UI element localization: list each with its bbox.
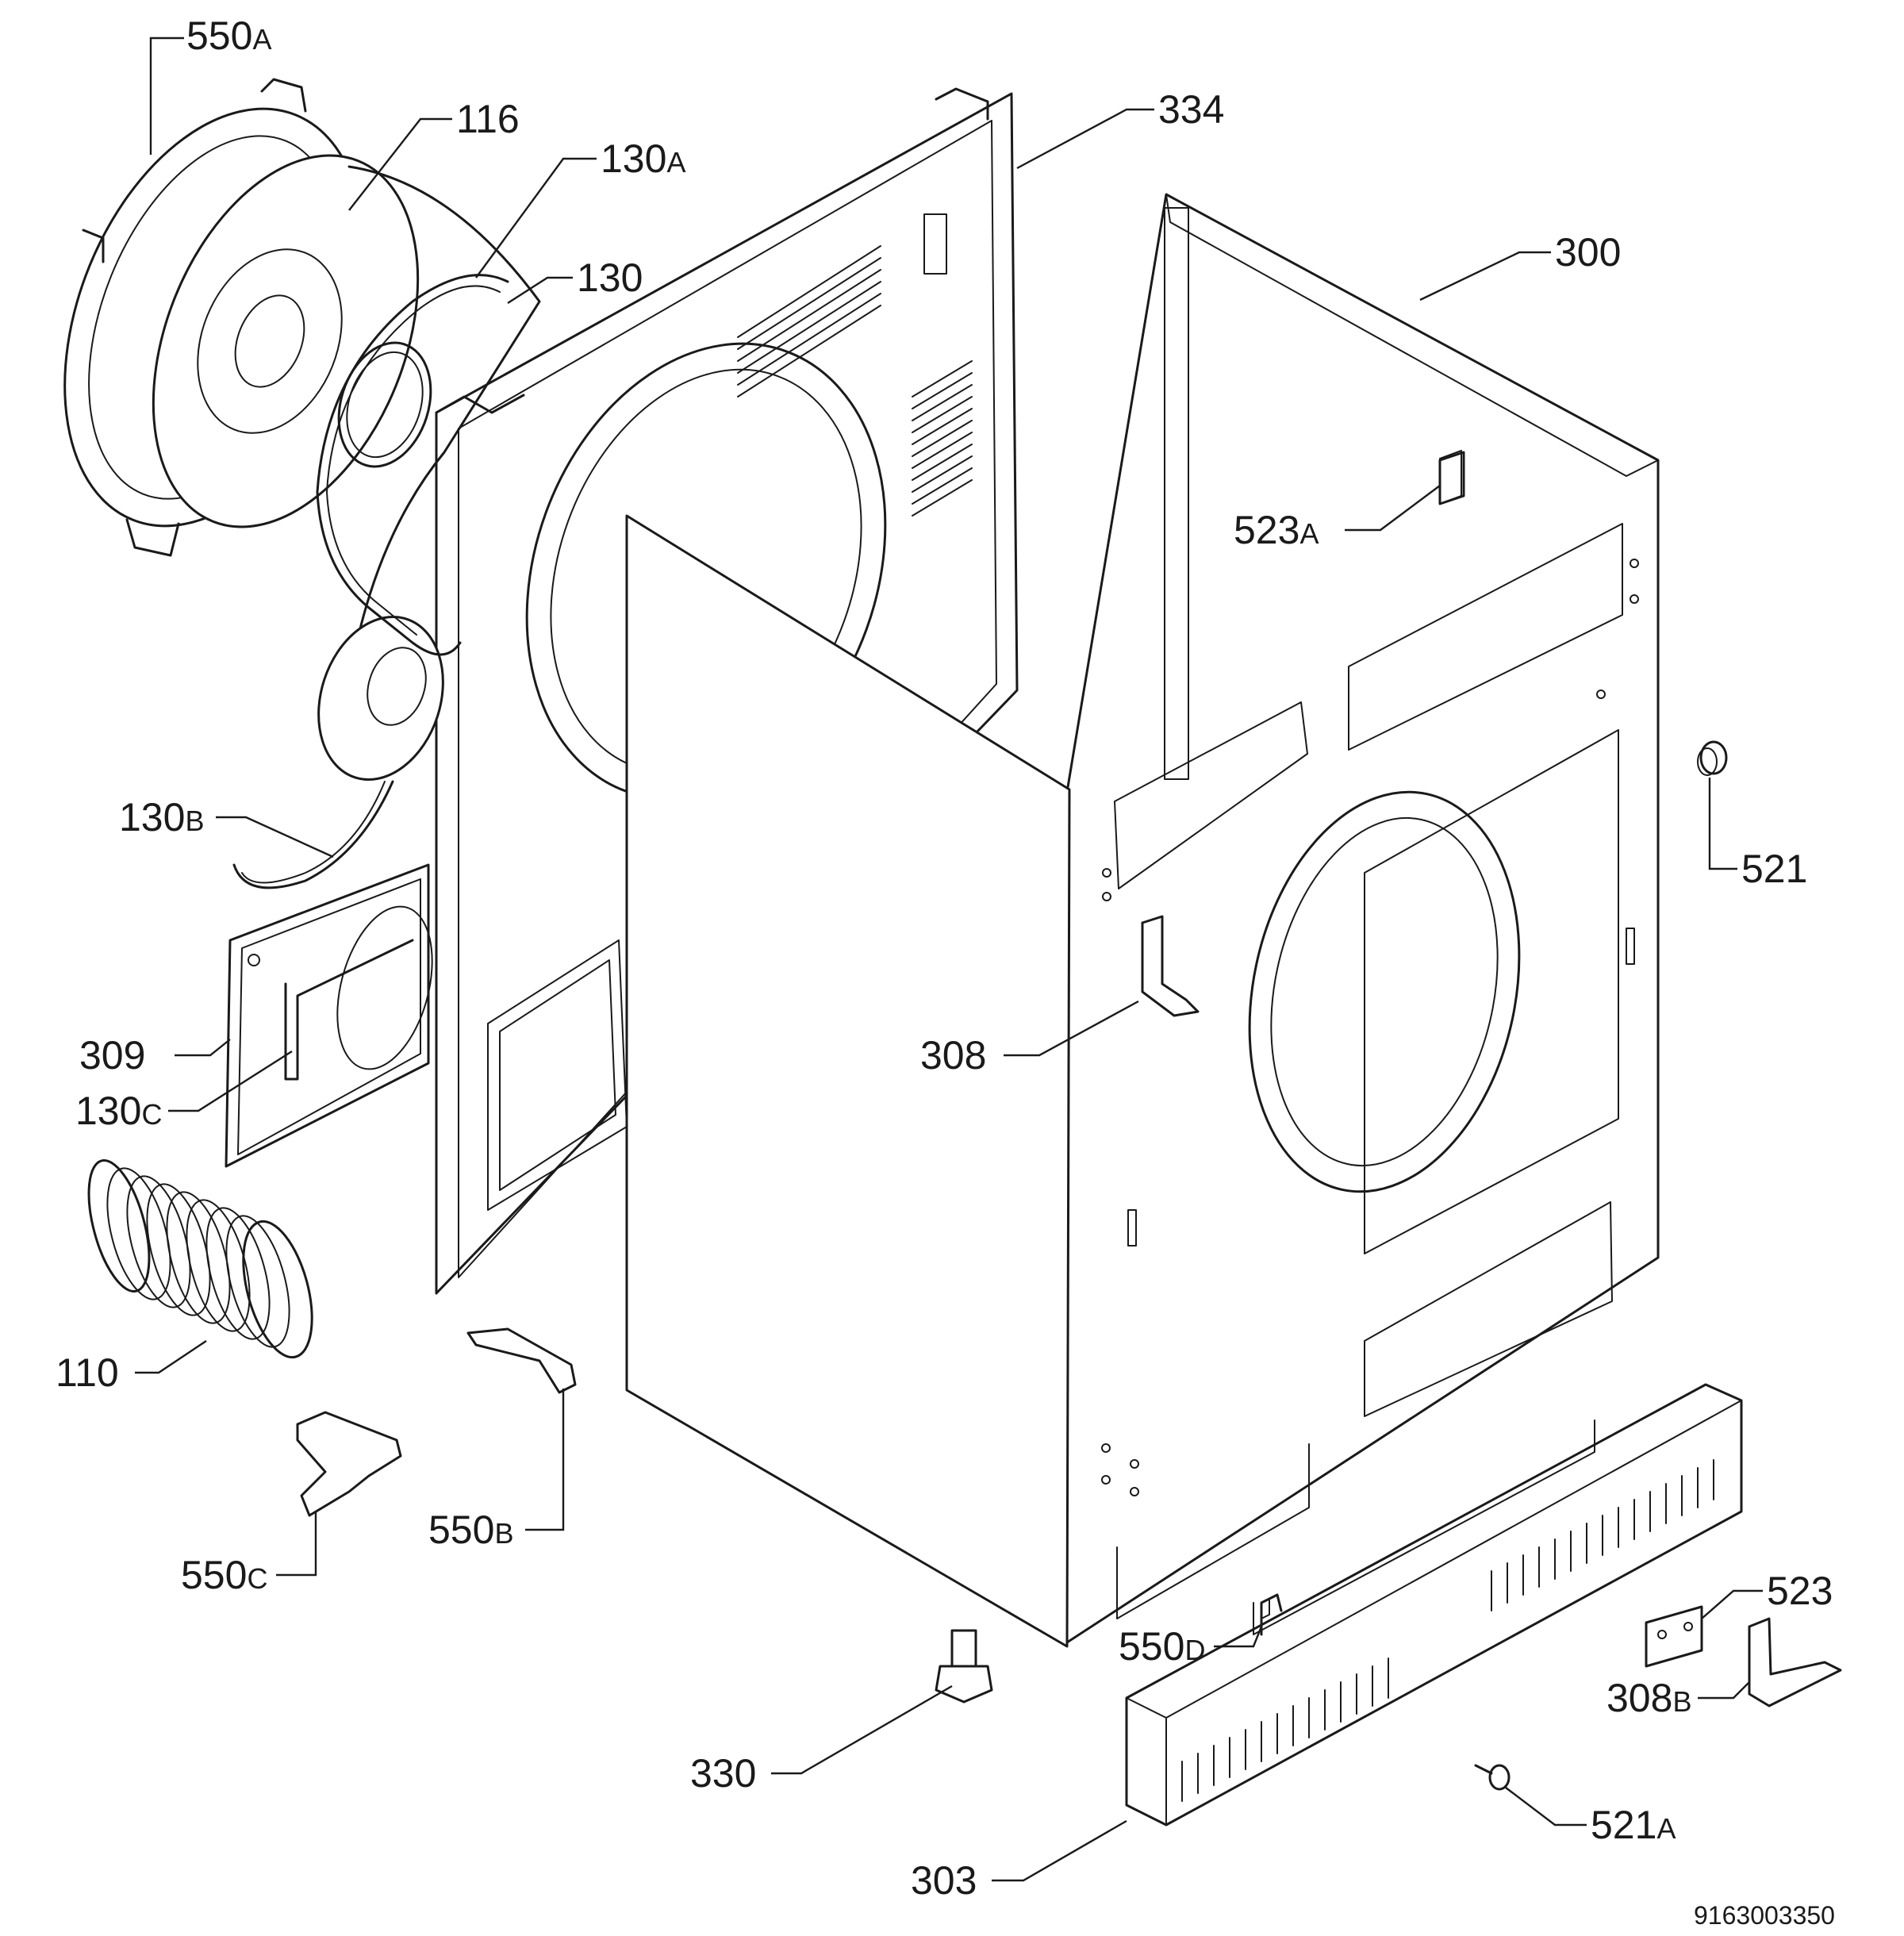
plate-523: [1645, 1605, 1703, 1668]
callout-309: 309: [79, 1033, 145, 1077]
callout-521: 521: [1741, 847, 1807, 891]
callout-523a: 523A: [1234, 508, 1319, 552]
callout-334: 334: [1158, 87, 1224, 132]
callout-303: 303: [911, 1858, 977, 1903]
callout-330: 330: [690, 1751, 756, 1796]
clip-550d: [1260, 1593, 1283, 1636]
callout-130c: 130C: [75, 1089, 162, 1133]
clip-523a: [1438, 451, 1465, 505]
callout-308: 308: [920, 1033, 986, 1077]
bracket-308b: [1748, 1617, 1842, 1707]
callout-300: 300: [1555, 230, 1621, 275]
callout-550a: 550A: [186, 13, 271, 58]
callout-130a: 130A: [601, 136, 685, 181]
bracket-550b: [466, 1327, 577, 1394]
gasket-130c: [284, 939, 414, 1081]
document-number: 9163003350: [1694, 1901, 1835, 1930]
callout-130b: 130B: [119, 795, 204, 839]
leader-lines: [135, 36, 1763, 1882]
hose-110: [87, 1158, 313, 1359]
callout-550d: 550D: [1119, 1624, 1205, 1669]
callout-110: 110: [56, 1350, 119, 1395]
bracket-550c: [296, 1411, 402, 1517]
screw-521a: [1474, 1764, 1511, 1791]
callout-116: 116: [456, 97, 520, 141]
fan-housing-116: [152, 154, 541, 782]
callout-521a: 521A: [1591, 1803, 1676, 1847]
kick-panel-303: [1125, 1383, 1743, 1827]
callout-labels: 550A 116 130A 130 334 300 523A 521 130B …: [56, 13, 1833, 1903]
plate-309: [225, 863, 433, 1168]
bracket-308: [1141, 915, 1200, 1017]
seal-130a: [316, 274, 509, 656]
callout-550b: 550B: [428, 1508, 513, 1552]
seal-130: [337, 341, 432, 468]
cabinet-300: [625, 193, 1660, 1648]
callout-550c: 550C: [181, 1553, 267, 1597]
callout-130: 130: [577, 255, 643, 300]
callout-523: 523: [1767, 1569, 1833, 1613]
callout-308b: 308B: [1606, 1676, 1691, 1720]
plug-521: [1697, 740, 1728, 776]
foot-330: [935, 1629, 993, 1704]
seal-segment-130b: [232, 780, 394, 889]
